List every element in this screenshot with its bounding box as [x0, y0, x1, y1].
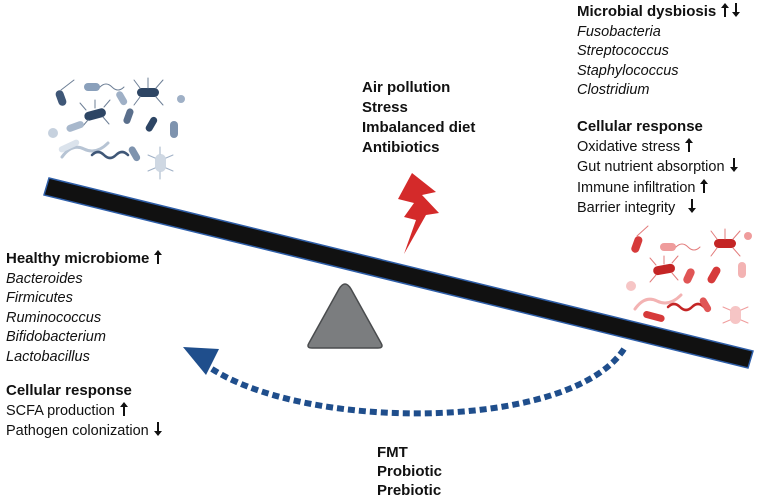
response-item: Oxidative stress [577, 137, 739, 158]
response-item: SCFA production [6, 401, 163, 422]
healthy-bacteria-icon [48, 77, 185, 180]
response-item: Immune infiltration [577, 178, 739, 199]
restore-arrow [183, 347, 627, 417]
therapy-list: FMT Probiotic Prebiotic [377, 443, 442, 500]
dysbiosis-taxon: Clostridium [577, 82, 650, 98]
response-label: Gut nutrient absorption [577, 159, 725, 175]
therapy-item: Prebiotic [377, 482, 442, 499]
healthy-taxon: Bifidobacterium [6, 329, 106, 345]
arrow-up-icon [119, 401, 129, 417]
dysbiosis-taxon: Streptococcus [577, 43, 669, 59]
arrow-down-icon [687, 198, 697, 214]
response-label: Immune infiltration [577, 179, 696, 196]
response-item: Pathogen colonization [6, 421, 163, 442]
healthy-taxon: Firmicutes [6, 290, 73, 306]
disruptor-item: Antibiotics [362, 139, 440, 156]
arrow-up-icon [720, 2, 730, 18]
dysbiosis-response-title: Cellular response [577, 118, 703, 135]
disruptor-item: Imbalanced diet [362, 119, 476, 136]
response-label: Oxidative stress [577, 138, 681, 155]
healthy-taxon: Bacteroides [6, 270, 83, 287]
healthy-title: Healthy microbiome [6, 250, 150, 267]
healthy-taxon: Ruminococcus [6, 309, 102, 326]
seesaw-beam [43, 177, 754, 369]
response-label: Barrier integrity [577, 200, 676, 216]
response-item: Barrier integrity [577, 198, 739, 219]
arrow-down-icon [731, 2, 741, 18]
response-label: SCFA production [6, 402, 115, 419]
dysbiosis-response-panel: Cellular response Oxidative stress Gut n… [577, 117, 739, 219]
arrow-up-icon [153, 249, 163, 265]
disruptor-item: Air pollution [362, 79, 451, 96]
pathogenic-bacteria-icon [626, 225, 752, 324]
healthy-panel: Healthy microbiome Bacteroides Firmicute… [6, 249, 163, 367]
therapy-item: Probiotic [377, 463, 443, 480]
therapy-item: FMT [377, 444, 408, 461]
healthy-taxon: Lactobacillus [6, 348, 90, 365]
arrow-up-icon [699, 178, 709, 194]
dysbiosis-taxon: Fusobacteria [577, 23, 661, 40]
disruptor-item: Stress [362, 99, 408, 116]
restore-arrow-head [183, 347, 219, 375]
restore-arrow-arc [204, 347, 627, 417]
healthy-title-row: Healthy microbiome [6, 249, 163, 270]
arrow-down-icon [729, 157, 739, 173]
dysbiosis-panel: Microbial dysbiosis Fusobacteria Strepto… [577, 2, 741, 101]
response-label: Pathogen colonization [6, 423, 149, 439]
dysbiosis-title-row: Microbial dysbiosis [577, 2, 741, 23]
arrow-down-icon [153, 421, 163, 437]
lightning-bolt-icon [398, 173, 439, 254]
fulcrum [307, 283, 383, 349]
healthy-response-title: Cellular response [6, 382, 132, 399]
disruptor-list: Air pollution Stress Imbalanced diet Ant… [362, 78, 475, 158]
dysbiosis-taxon: Staphylococcus [577, 62, 679, 79]
response-item: Gut nutrient absorption [577, 157, 739, 178]
dysbiosis-title: Microbial dysbiosis [577, 3, 717, 20]
arrow-up-icon [684, 137, 694, 153]
healthy-response-panel: Cellular response SCFA production Pathog… [6, 381, 163, 442]
